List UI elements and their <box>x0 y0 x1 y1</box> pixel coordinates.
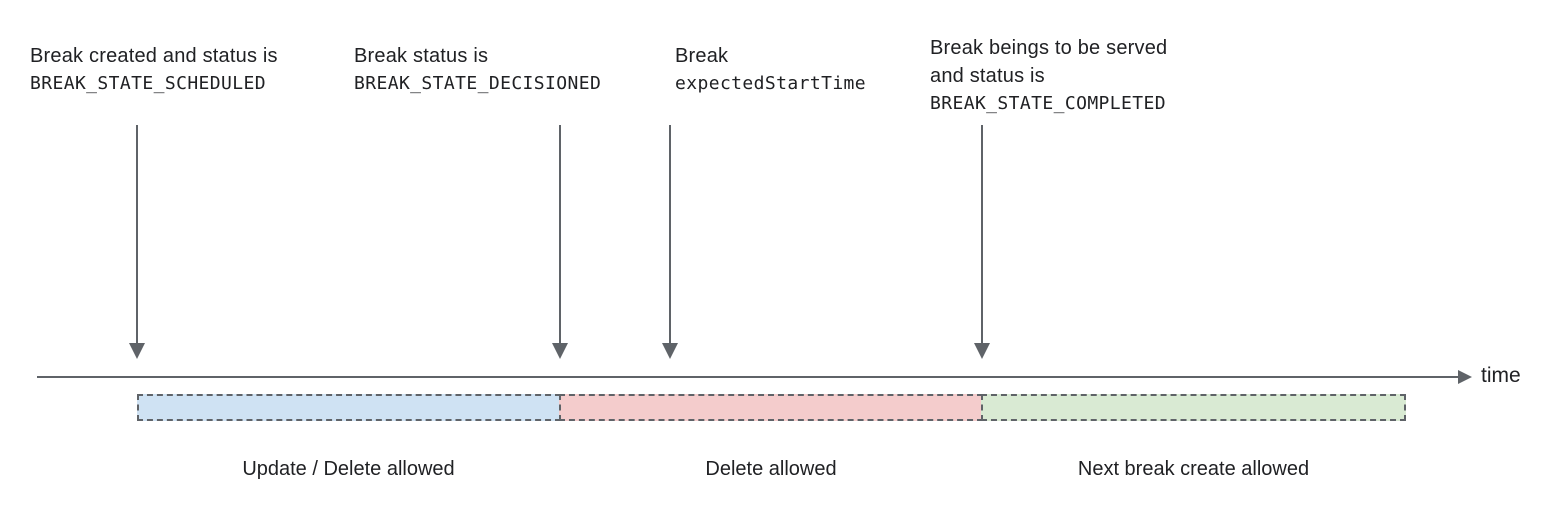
segment-update-delete <box>137 394 561 421</box>
annotation-code: BREAK_STATE_DECISIONED <box>354 73 602 94</box>
down-arrow-icon <box>974 125 990 359</box>
annotation-text: Break status is <box>354 45 489 67</box>
down-arrow-icon <box>662 125 678 359</box>
annotation-completed: Break beings to be served and status is … <box>930 34 1167 118</box>
down-arrow-icon <box>129 125 145 359</box>
arrow-head <box>662 343 678 359</box>
arrow-head <box>552 343 568 359</box>
arrow-head <box>974 343 990 359</box>
segment-label-update-delete: Update / Delete allowed <box>242 458 455 480</box>
annotation-code: BREAK_STATE_SCHEDULED <box>30 73 266 94</box>
segment-delete <box>559 394 983 421</box>
arrow-head <box>129 343 145 359</box>
arrow-shaft <box>669 125 671 344</box>
segment-label-next-create: Next break create allowed <box>1077 458 1310 480</box>
annotation-text: Break created and status is <box>30 45 278 67</box>
annotation-scheduled: Break created and status is BREAK_STATE_… <box>30 42 278 98</box>
segment-next-create <box>981 394 1406 421</box>
segment-label-delete: Delete allowed <box>705 458 837 480</box>
annotation-code: BREAK_STATE_COMPLETED <box>930 93 1166 114</box>
arrow-shaft <box>136 125 138 344</box>
annotation-text: Break <box>675 45 729 67</box>
arrow-shaft <box>559 125 561 344</box>
annotation-text: Break beings to be served and status is <box>930 37 1168 87</box>
time-axis-line <box>37 376 1458 378</box>
arrow-shaft <box>981 125 983 344</box>
annotation-code: expectedStartTime <box>675 73 867 94</box>
time-axis-arrowhead-icon <box>1458 370 1472 384</box>
down-arrow-icon <box>552 125 568 359</box>
annotation-expected-start: Break expectedStartTime <box>675 42 866 98</box>
time-axis-label: time <box>1481 364 1521 387</box>
annotation-decisioned: Break status is BREAK_STATE_DECISIONED <box>354 42 601 98</box>
